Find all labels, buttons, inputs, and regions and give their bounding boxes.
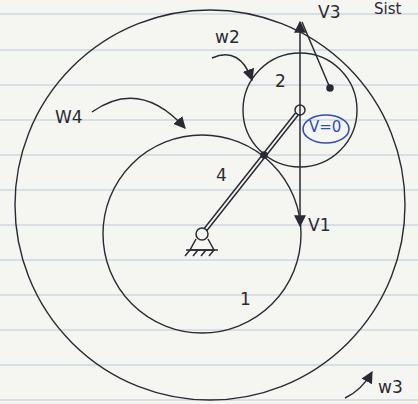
- rotation-arrow: [212, 55, 252, 80]
- gear-circle: 1: [102, 134, 302, 334]
- rotation-arrow: [345, 372, 372, 398]
- pivot: [196, 228, 208, 240]
- gear-circle: 2: [242, 52, 358, 168]
- ground-symbol: [190, 239, 214, 250]
- ring-gear: [15, 10, 405, 400]
- velocity-label: V3: [318, 3, 340, 22]
- angular-velocity: W4: [55, 108, 83, 127]
- ground-hatch: [185, 250, 218, 256]
- point: [327, 85, 333, 91]
- angular-velocity: w2: [215, 28, 240, 47]
- angular-velocity: w3: [378, 378, 403, 397]
- velocity-label: V=0: [309, 119, 341, 136]
- rotation-arrow: [92, 98, 185, 128]
- paper-lines: [0, 14, 418, 400]
- velocity-label: V1: [308, 216, 330, 235]
- part-number: 4: [216, 166, 227, 185]
- arm: [202, 110, 300, 234]
- gear-outline: [242, 52, 358, 168]
- gear-number: 1: [240, 290, 251, 309]
- gear-outline: [102, 134, 302, 334]
- page-heading: Sist: [374, 1, 401, 18]
- gear-number: 2: [275, 72, 286, 91]
- highlight-ellipse: [303, 115, 349, 143]
